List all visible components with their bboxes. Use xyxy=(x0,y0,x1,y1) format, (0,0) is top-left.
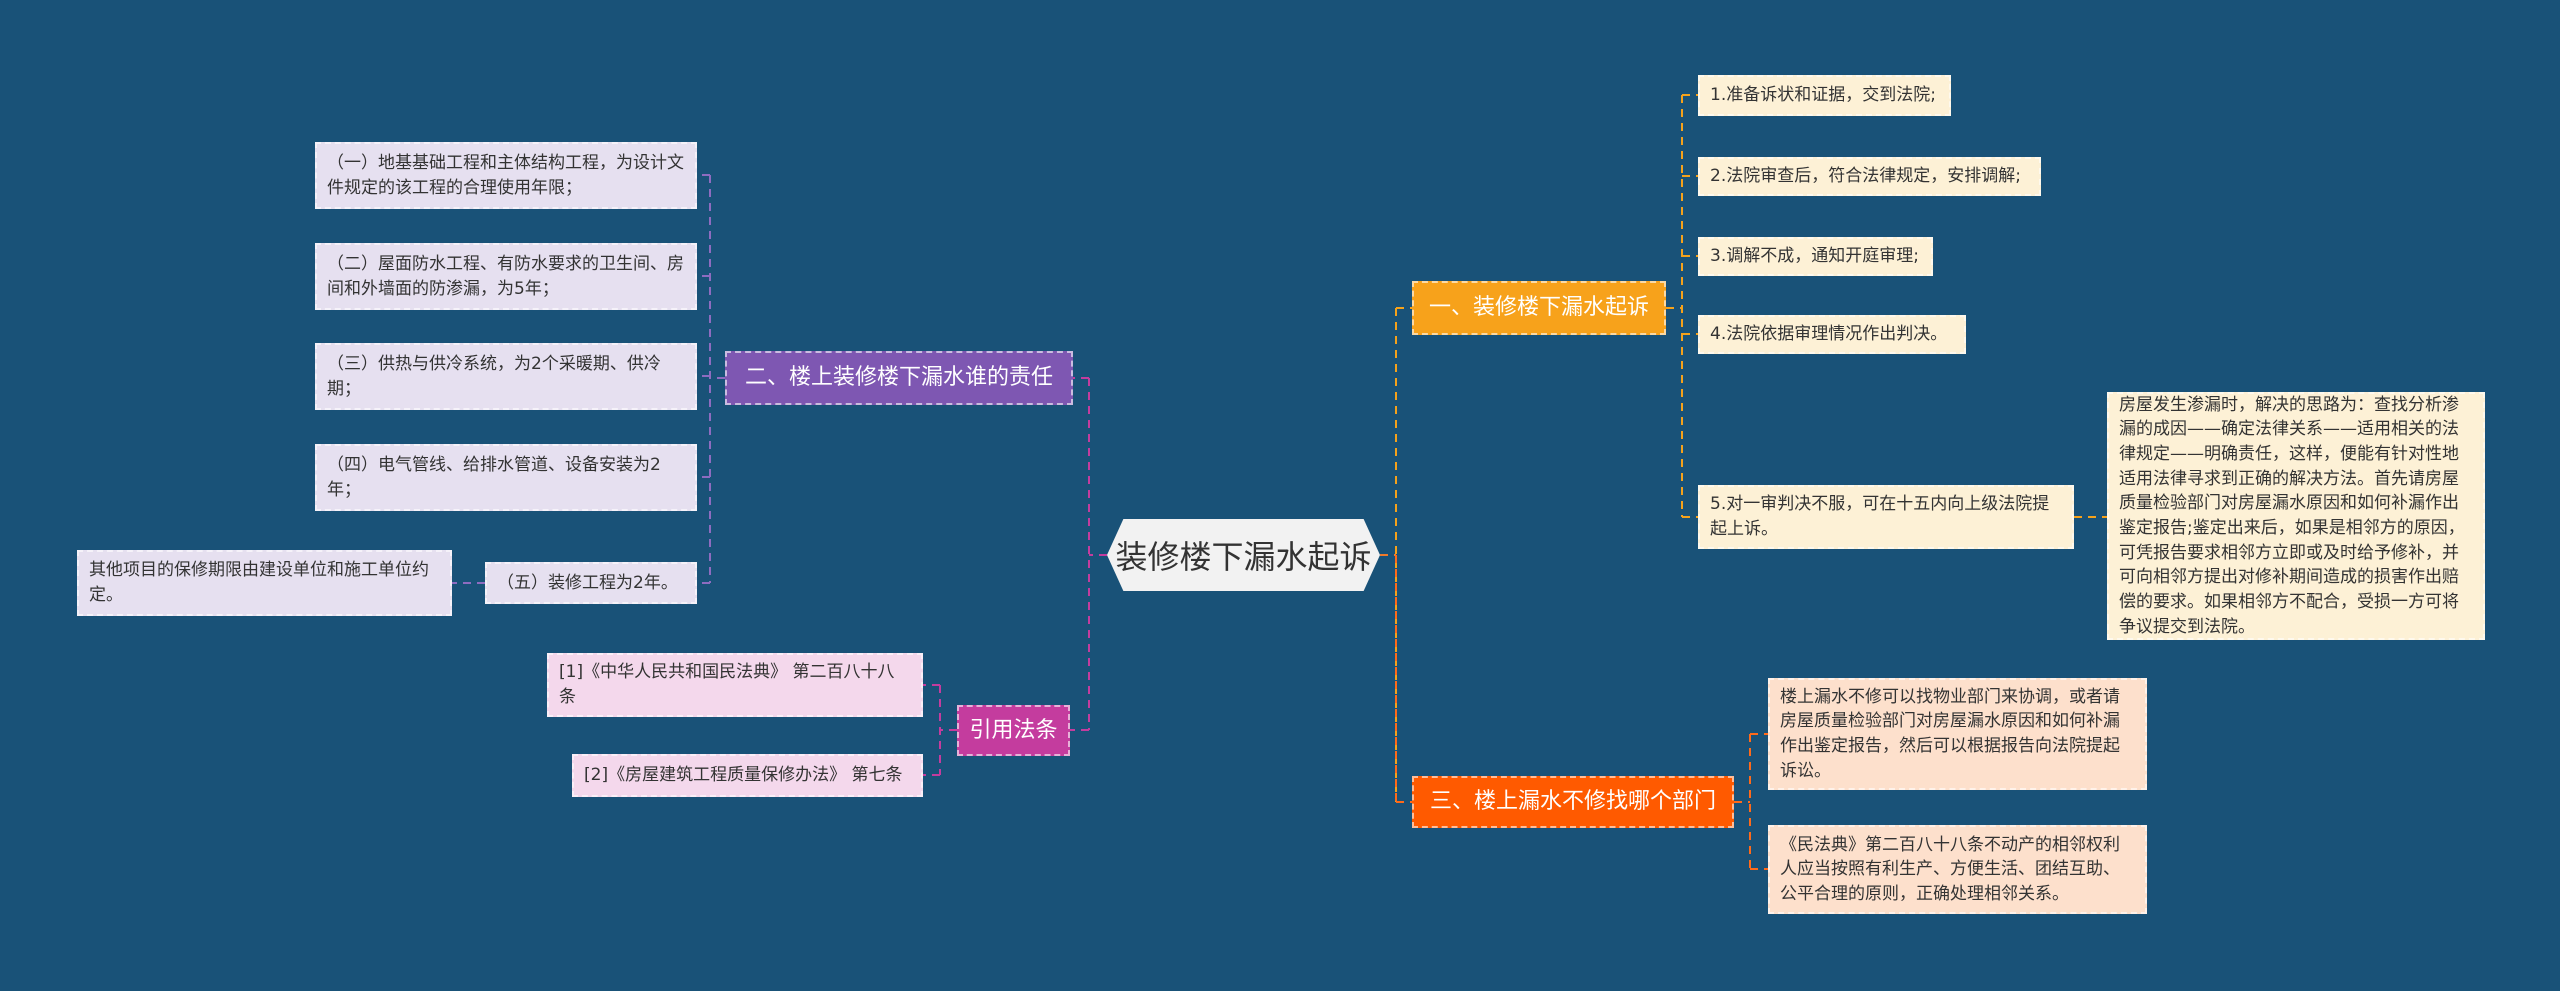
list-item-text: 5.对一审判决不服，可在十五内向上级法院提起上诉。 xyxy=(1710,494,2050,539)
branch-responsibility-label: 二、楼上装修楼下漏水谁的责任 xyxy=(744,365,1053,391)
branch-references[interactable]: 引用法条 xyxy=(957,705,1070,756)
central-topic-label: 装修楼下漏水起诉 xyxy=(1115,538,1372,576)
detail-note-text: 其他项目的保修期限由建设单位和施工单位约定。 xyxy=(89,560,429,605)
list-item-text: （二）屋面防水工程、有防水要求的卫生间、房间和外墙面的防渗漏，为5年； xyxy=(327,253,684,299)
list-item-text: 4.法院依据审理情况作出判决。 xyxy=(1710,324,1948,345)
list-item[interactable]: （三）供热与供冷系统，为2个采暖期、供冷期； xyxy=(315,343,697,410)
list-item[interactable]: 5.对一审判决不服，可在十五内向上级法院提起上诉。 xyxy=(1698,485,2074,549)
detail-note[interactable]: 其他项目的保修期限由建设单位和施工单位约定。 xyxy=(77,550,452,616)
list-item[interactable]: （一）地基基础工程和主体结构工程，为设计文件规定的该工程的合理使用年限； xyxy=(315,142,697,209)
reference-text: [2]《房屋建筑工程质量保修办法》 第七条 xyxy=(584,765,903,786)
list-item[interactable]: 1.准备诉状和证据，交到法院; xyxy=(1698,75,1951,116)
list-item[interactable]: 3.调解不成，通知开庭审理; xyxy=(1698,237,1933,276)
list-item[interactable]: 楼上漏水不修可以找物业部门来协调，或者请房屋质量检验部门对房屋漏水原因和如何补漏… xyxy=(1768,678,2147,790)
branch-sue-label: 一、装修楼下漏水起诉 xyxy=(1428,295,1649,321)
reference-item[interactable]: [1]《中华人民共和国民法典》 第二百八十八条 xyxy=(547,653,923,717)
branch-responsibility[interactable]: 二、楼上装修楼下漏水谁的责任 xyxy=(725,351,1073,405)
detail-note[interactable]: 房屋发生渗漏时，解决的思路为：查找分析渗漏的成因——确定法律关系——适用相关的法… xyxy=(2107,392,2485,640)
branch-department-label: 三、楼上漏水不修找哪个部门 xyxy=(1429,789,1716,815)
list-item-text: 3.调解不成，通知开庭审理; xyxy=(1710,246,1919,267)
list-item[interactable]: 4.法院依据审理情况作出判决。 xyxy=(1698,315,1966,354)
reference-text: [1]《中华人民共和国民法典》 第二百八十八条 xyxy=(559,662,895,707)
branch-sue[interactable]: 一、装修楼下漏水起诉 xyxy=(1412,281,1666,335)
list-item-text: 2.法院审查后，符合法律规定，安排调解; xyxy=(1710,166,2021,187)
list-item-text: （四）电气管线、给排水管道、设备安装为2年； xyxy=(327,454,661,500)
list-item-text: （一）地基基础工程和主体结构工程，为设计文件规定的该工程的合理使用年限； xyxy=(327,152,684,198)
list-item[interactable]: （四）电气管线、给排水管道、设备安装为2年； xyxy=(315,444,697,511)
list-item-text: 楼上漏水不修可以找物业部门来协调，或者请房屋质量检验部门对房屋漏水原因和如何补漏… xyxy=(1780,686,2120,781)
list-item[interactable]: 《民法典》第二百八十八条不动产的相邻权利人应当按照有利生产、方便生活、团结互助、… xyxy=(1768,825,2147,914)
list-item-text: 《民法典》第二百八十八条不动产的相邻权利人应当按照有利生产、方便生活、团结互助、… xyxy=(1780,834,2120,904)
central-topic[interactable]: 装修楼下漏水起诉 xyxy=(1107,519,1380,591)
branch-references-label: 引用法条 xyxy=(969,717,1058,743)
list-item[interactable]: （二）屋面防水工程、有防水要求的卫生间、房间和外墙面的防渗漏，为5年； xyxy=(315,243,697,310)
detail-note-text: 房屋发生渗漏时，解决的思路为：查找分析渗漏的成因——确定法律关系——适用相关的法… xyxy=(2119,394,2465,637)
list-item[interactable]: 2.法院审查后，符合法律规定，安排调解; xyxy=(1698,157,2041,196)
reference-item[interactable]: [2]《房屋建筑工程质量保修办法》 第七条 xyxy=(572,754,923,797)
branch-department[interactable]: 三、楼上漏水不修找哪个部门 xyxy=(1412,776,1734,828)
list-item[interactable]: （五）装修工程为2年。 xyxy=(485,562,697,604)
list-item-text: （五）装修工程为2年。 xyxy=(497,572,678,593)
list-item-text: 1.准备诉状和证据，交到法院; xyxy=(1710,85,1936,106)
list-item-text: （三）供热与供冷系统，为2个采暖期、供冷期； xyxy=(327,353,661,399)
